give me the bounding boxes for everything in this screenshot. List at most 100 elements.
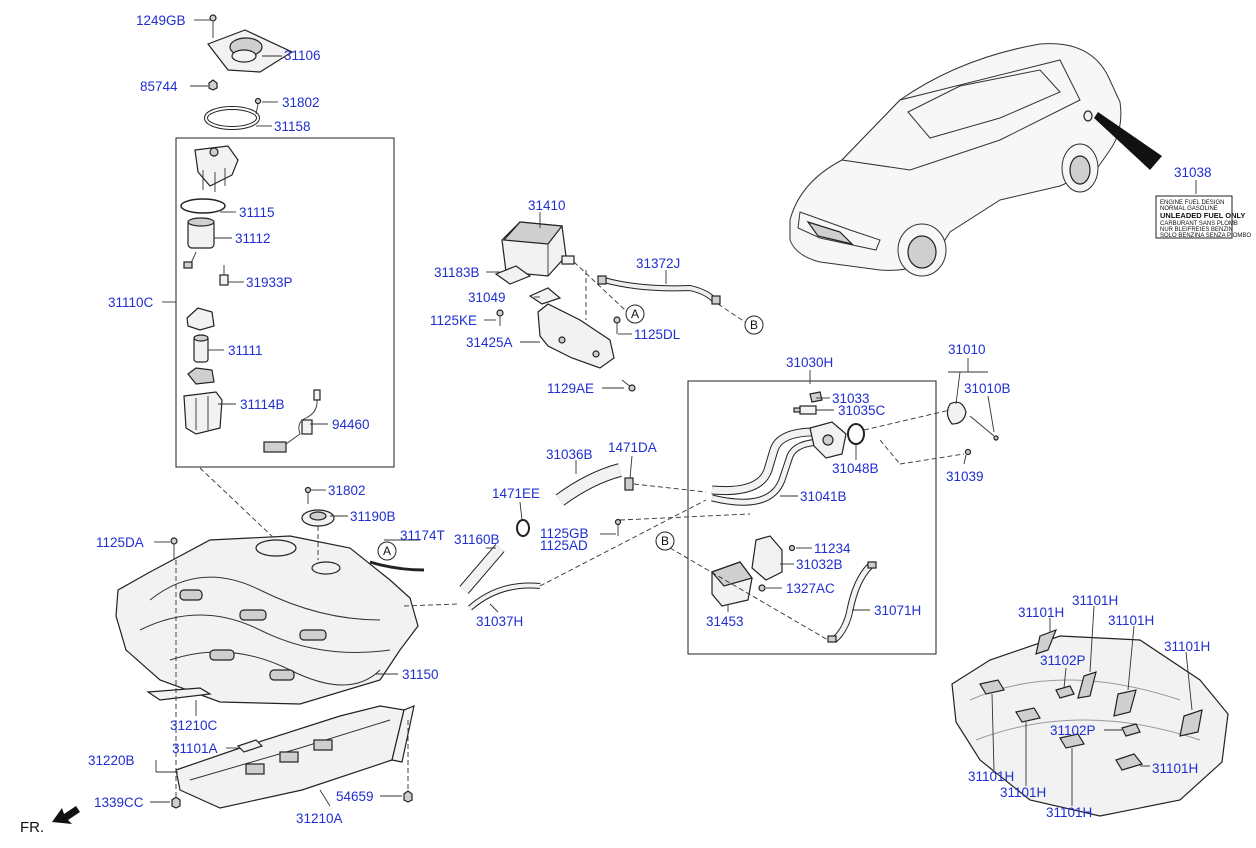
pad-31183b <box>494 265 532 285</box>
bracket-31110c <box>186 307 215 331</box>
dash-filler-screw-2 <box>899 453 965 465</box>
dash-a-canister <box>573 261 626 311</box>
label-31101h-6[interactable]: 31101H <box>1000 785 1046 800</box>
ref-circle-b2: B <box>655 531 675 551</box>
label-11234[interactable]: 11234 <box>814 541 851 556</box>
label-31039[interactable]: 31039 <box>946 469 984 484</box>
clamp-1471ee <box>516 519 530 537</box>
label-31190b[interactable]: 31190B <box>350 509 396 524</box>
label-31048b[interactable]: 31048B <box>832 461 879 476</box>
label-31453[interactable]: 31453 <box>706 614 744 629</box>
label-31114b[interactable]: 31114B <box>240 397 285 412</box>
label-31410[interactable]: 31410 <box>528 198 566 213</box>
label-31158[interactable]: 31158 <box>274 119 311 134</box>
label-31112[interactable]: 31112 <box>235 231 271 246</box>
label-31101h-1[interactable]: 31101H <box>1018 605 1064 620</box>
label-31802-top[interactable]: 31802 <box>282 95 320 110</box>
label-31101h-4[interactable]: 31101H <box>1164 639 1210 654</box>
label-31102p-2[interactable]: 31102P <box>1050 723 1096 738</box>
label-31010b[interactable]: 31010B <box>964 381 1011 396</box>
car-illustration <box>789 43 1122 277</box>
label-31102p-1[interactable]: 31102P <box>1040 653 1086 668</box>
sensor-31933p <box>219 265 229 286</box>
label-31933p[interactable]: 31933P <box>246 275 293 290</box>
nut-1327ac <box>758 584 766 592</box>
bolt-1125gb <box>614 518 622 536</box>
label-31150[interactable]: 31150 <box>402 667 439 682</box>
label-31210a[interactable]: 31210A <box>296 811 343 826</box>
label-31160b[interactable]: 31160B <box>454 532 500 547</box>
ref-a1-text: A <box>631 307 639 321</box>
label-31174t[interactable]: 31174T <box>400 528 445 543</box>
label-85744[interactable]: 85744 <box>140 79 178 94</box>
bracket-31032b <box>751 535 796 581</box>
label-1125ke[interactable]: 1125KE <box>430 313 477 328</box>
label-31038[interactable]: 31038 <box>1174 165 1212 180</box>
front-indicator: FR. <box>20 806 80 836</box>
strap-31210c <box>146 687 212 701</box>
label-31372j[interactable]: 31372J <box>636 256 680 271</box>
hose-31036b <box>555 463 622 506</box>
pad-31049 <box>528 287 562 305</box>
pump-holder <box>187 367 215 385</box>
label-31425a[interactable]: 31425A <box>466 335 513 350</box>
dash-b-canister <box>717 303 746 323</box>
label-31106[interactable]: 31106 <box>284 48 321 63</box>
pump-assembly-frame <box>175 137 395 468</box>
fuel-label-line6: SOLO BENZINA SENZA PIOMBO <box>1160 233 1251 239</box>
label-31101h-7[interactable]: 31101H <box>1046 805 1092 820</box>
cover-plate <box>207 29 294 73</box>
ref-circle-b1: B <box>744 315 764 335</box>
reservoir-31114b <box>183 391 223 435</box>
label-31110c[interactable]: 31110C <box>108 295 154 310</box>
label-54659[interactable]: 54659 <box>336 789 374 804</box>
label-1125gb[interactable]: 1125GB <box>540 526 589 541</box>
tank-pad-view <box>951 628 1229 817</box>
label-1327ac[interactable]: 1327AC <box>786 581 835 596</box>
label-31041b[interactable]: 31041B <box>800 489 847 504</box>
label-31049[interactable]: 31049 <box>468 290 506 305</box>
label-31220b[interactable]: 31220B <box>88 753 135 768</box>
label-31115[interactable]: 31115 <box>239 205 275 220</box>
label-31101h-8[interactable]: 31101H <box>1152 761 1198 776</box>
label-31802-lower[interactable]: 31802 <box>328 483 366 498</box>
label-31037h[interactable]: 31037H <box>476 614 523 629</box>
label-1471ee[interactable]: 1471EE <box>492 486 540 501</box>
label-31111[interactable]: 31111 <box>228 343 263 358</box>
label-31036b[interactable]: 31036B <box>546 447 593 462</box>
label-31101h-2[interactable]: 31101H <box>1072 593 1118 608</box>
cap-31033 <box>809 391 823 403</box>
nut-1339cc <box>171 796 181 809</box>
label-31210c[interactable]: 31210C <box>170 718 218 733</box>
fuel-label-line3: UNLEADED FUEL ONLY <box>1160 211 1245 220</box>
o-ring-31115 <box>180 198 226 214</box>
label-31183b[interactable]: 31183B <box>434 265 480 280</box>
ref-circle-a2: A <box>377 541 397 561</box>
label-31101a[interactable]: 31101A <box>172 741 218 756</box>
label-1339cc[interactable]: 1339CC <box>94 795 144 810</box>
label-1125ad[interactable]: 1125AD <box>540 538 588 553</box>
label-31033[interactable]: 31033 <box>832 391 870 406</box>
label-31071h[interactable]: 31071H <box>874 603 921 618</box>
bolt-1249gb <box>209 14 217 38</box>
ref-b1-text: B <box>750 318 758 332</box>
label-31101h-3[interactable]: 31101H <box>1108 613 1154 628</box>
nut-85744 <box>208 79 218 91</box>
label-1471da[interactable]: 1471DA <box>608 440 657 455</box>
label-31035c[interactable]: 31035C <box>838 403 886 418</box>
label-1129ae[interactable]: 1129AE <box>547 381 594 396</box>
bolt-1125da <box>170 537 178 560</box>
label-31030h[interactable]: 31030H <box>786 355 833 370</box>
label-94460[interactable]: 94460 <box>332 417 370 432</box>
dash-neck-hose-3 <box>619 513 751 521</box>
bolt-1125ke <box>496 309 504 326</box>
fuel-label-line1: ENGINE FUEL DESIGN <box>1160 200 1224 206</box>
label-1125da[interactable]: 1125DA <box>96 535 144 550</box>
label-31101h-5[interactable]: 31101H <box>968 769 1014 784</box>
label-1249gb[interactable]: 1249GB <box>136 13 186 28</box>
label-31032b[interactable]: 31032B <box>796 557 843 572</box>
dash-tank-pipe <box>403 603 459 607</box>
label-31010[interactable]: 31010 <box>948 342 986 357</box>
label-1125dl[interactable]: 1125DL <box>634 327 681 342</box>
